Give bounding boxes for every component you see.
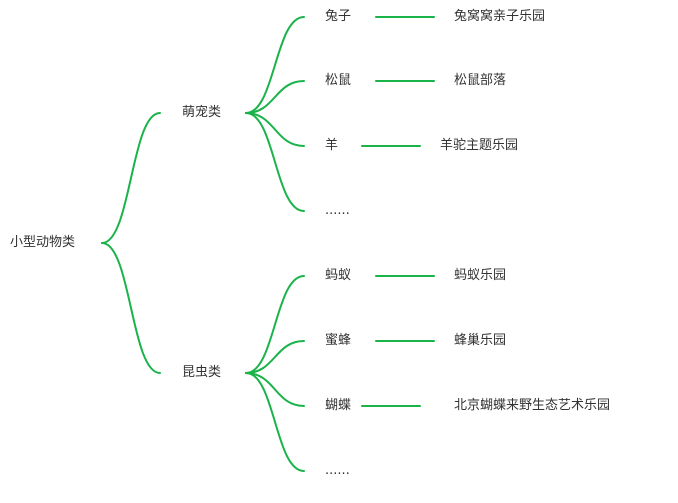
- leaf-node-sheep: 羊: [325, 138, 339, 153]
- detail-node-ant-park: 蚂蚁乐园: [454, 268, 507, 283]
- branch-to-leaf-connector: [245, 275, 305, 374]
- detail-node-hive-park: 蜂巢乐园: [454, 333, 507, 348]
- leaf-node-bee: 蜜蜂: [325, 333, 352, 348]
- leaf-node-rabbit: 兔子: [325, 9, 352, 24]
- detail-node-squirrel-tribe: 松鼠部落: [454, 73, 507, 88]
- leaf-node-ant: 蚂蚁: [325, 268, 352, 283]
- leaf-node-squirrel: 松鼠: [325, 73, 352, 88]
- leaf-node-more: ......: [325, 203, 350, 218]
- branch-node-pets: 萌宠类: [182, 105, 222, 120]
- branch-to-leaf-connector: [245, 80, 305, 114]
- branch-to-leaf-connector: [245, 112, 305, 147]
- detail-node-butterfly-park: 北京蝴蝶来野生态艺术乐园: [454, 398, 611, 413]
- root-to-branch-connector: [101, 112, 161, 244]
- branch-to-leaf-connector: [245, 112, 305, 212]
- branch-to-leaf-connector: [245, 372, 305, 407]
- root-node: 小型动物类: [10, 235, 76, 250]
- leaf-node-more: ......: [325, 463, 350, 478]
- detail-node-rabbit-park: 兔窝窝亲子乐园: [454, 9, 546, 24]
- leaf-node-butterfly: 蝴蝶: [325, 398, 352, 413]
- branch-to-leaf-connector: [245, 340, 305, 374]
- branch-node-insects: 昆虫类: [182, 365, 222, 380]
- branch-to-leaf-connector: [245, 16, 305, 114]
- root-to-branch-connector: [101, 242, 161, 374]
- branch-to-leaf-connector: [245, 372, 305, 472]
- detail-node-alpaca-park: 羊驼主题乐园: [440, 138, 519, 153]
